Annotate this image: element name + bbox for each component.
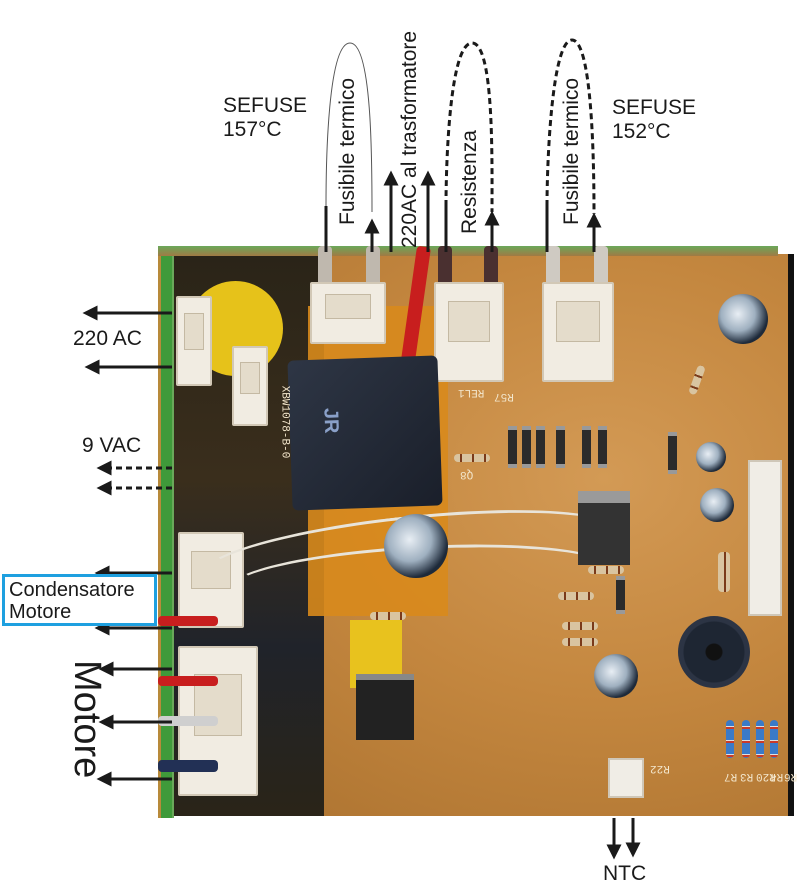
silk-connector-ref: R22 xyxy=(650,762,670,774)
diode xyxy=(616,576,625,614)
wire-blue-motor xyxy=(158,760,218,772)
diode xyxy=(556,426,565,468)
sefuse-left-temp: 157°C xyxy=(223,118,282,141)
wire-red-motor xyxy=(158,616,218,626)
diode xyxy=(582,426,591,468)
relay: JR xyxy=(287,355,443,511)
capacitor xyxy=(594,654,638,698)
sefuse-left-name: SEFUSE xyxy=(223,94,308,117)
diode xyxy=(536,426,545,468)
condensatore-motore-label-box: Condensatore Motore xyxy=(2,574,157,626)
connector-condensatore xyxy=(178,532,244,628)
diode xyxy=(598,426,607,468)
condensatore-label: Condensatore xyxy=(9,579,135,601)
board-top-edge xyxy=(158,246,778,256)
connector-220ac xyxy=(176,296,212,386)
resistor xyxy=(558,592,594,600)
connector-fusibile-left xyxy=(310,282,386,344)
silk-resistor-r3: R3 xyxy=(740,770,754,782)
motore-label: Motore xyxy=(66,660,108,779)
resistor xyxy=(562,638,598,646)
resistor-blue xyxy=(742,720,750,758)
resistor-blue xyxy=(726,720,734,758)
connector-ntc xyxy=(608,758,644,798)
sefuse-right-name: SEFUSE xyxy=(612,96,697,119)
silk-board-code: XBW1078-B-0 xyxy=(278,385,291,459)
resistor xyxy=(588,566,624,574)
relay-brand: JR xyxy=(319,407,343,434)
triac xyxy=(356,674,414,740)
diode xyxy=(508,426,517,468)
resistor xyxy=(562,622,598,630)
vac9-label: 9 VAC xyxy=(82,434,142,457)
resistor xyxy=(718,552,730,592)
ntc-label: NTC xyxy=(603,862,647,885)
resistor-blue xyxy=(770,720,778,758)
board-edge xyxy=(158,246,174,818)
ac220-label: 220 AC xyxy=(73,327,142,350)
wire-resistenza-a xyxy=(438,246,452,286)
silk-resistor-ref: R57 xyxy=(494,390,514,402)
resistor xyxy=(370,612,406,620)
wire-fuse-left-b xyxy=(366,246,380,286)
wire-resistenza-b xyxy=(484,246,498,286)
diode xyxy=(522,426,531,468)
connector-small xyxy=(232,346,268,426)
wire-red-motor-2 xyxy=(158,676,218,686)
wire-fuse-right-a xyxy=(546,246,560,286)
silk-transistor-ref: Q8 xyxy=(460,468,474,480)
resistor-blue xyxy=(756,720,764,758)
connector-display xyxy=(748,460,782,616)
resistor xyxy=(454,454,490,462)
silk-relay-ref: REL1 xyxy=(458,386,485,398)
buzzer xyxy=(678,616,750,688)
wire-grey-motor xyxy=(158,716,218,726)
sefuse-right-temp: 152°C xyxy=(612,120,671,143)
capacitor xyxy=(700,488,734,522)
sefuse-left-label: SEFUSE 157°C xyxy=(223,94,307,142)
connector-resistenza xyxy=(434,282,504,382)
condensatore-motore-label: Motore xyxy=(9,601,72,623)
silk-resistor-r6: R6 xyxy=(784,770,798,782)
wire-fuse-left-a xyxy=(318,246,332,286)
resistenza-label: Resistenza xyxy=(458,130,481,234)
pcb-photo: JR XBW1078-B-0 REL1 R57 Q8 R22 R7 R3 R20… xyxy=(158,245,797,818)
connector-fusibile-right xyxy=(542,282,614,382)
capacitor xyxy=(718,294,768,344)
capacitor-large xyxy=(384,514,448,578)
fusibile-termico-right-label: Fusibile termico xyxy=(560,77,583,225)
fusibile-termico-left-label: Fusibile termico xyxy=(336,77,359,225)
trasformatore-label: 220AC al trasformatore xyxy=(398,30,421,248)
voltage-regulator xyxy=(578,491,630,565)
capacitor xyxy=(696,442,726,472)
silk-resistor-r4: R4 xyxy=(770,770,784,782)
wire-fuse-right-b xyxy=(594,246,608,286)
silk-resistor-r7: R7 xyxy=(724,770,738,782)
sefuse-right-label: SEFUSE 152°C xyxy=(612,96,696,144)
diode xyxy=(668,432,677,474)
